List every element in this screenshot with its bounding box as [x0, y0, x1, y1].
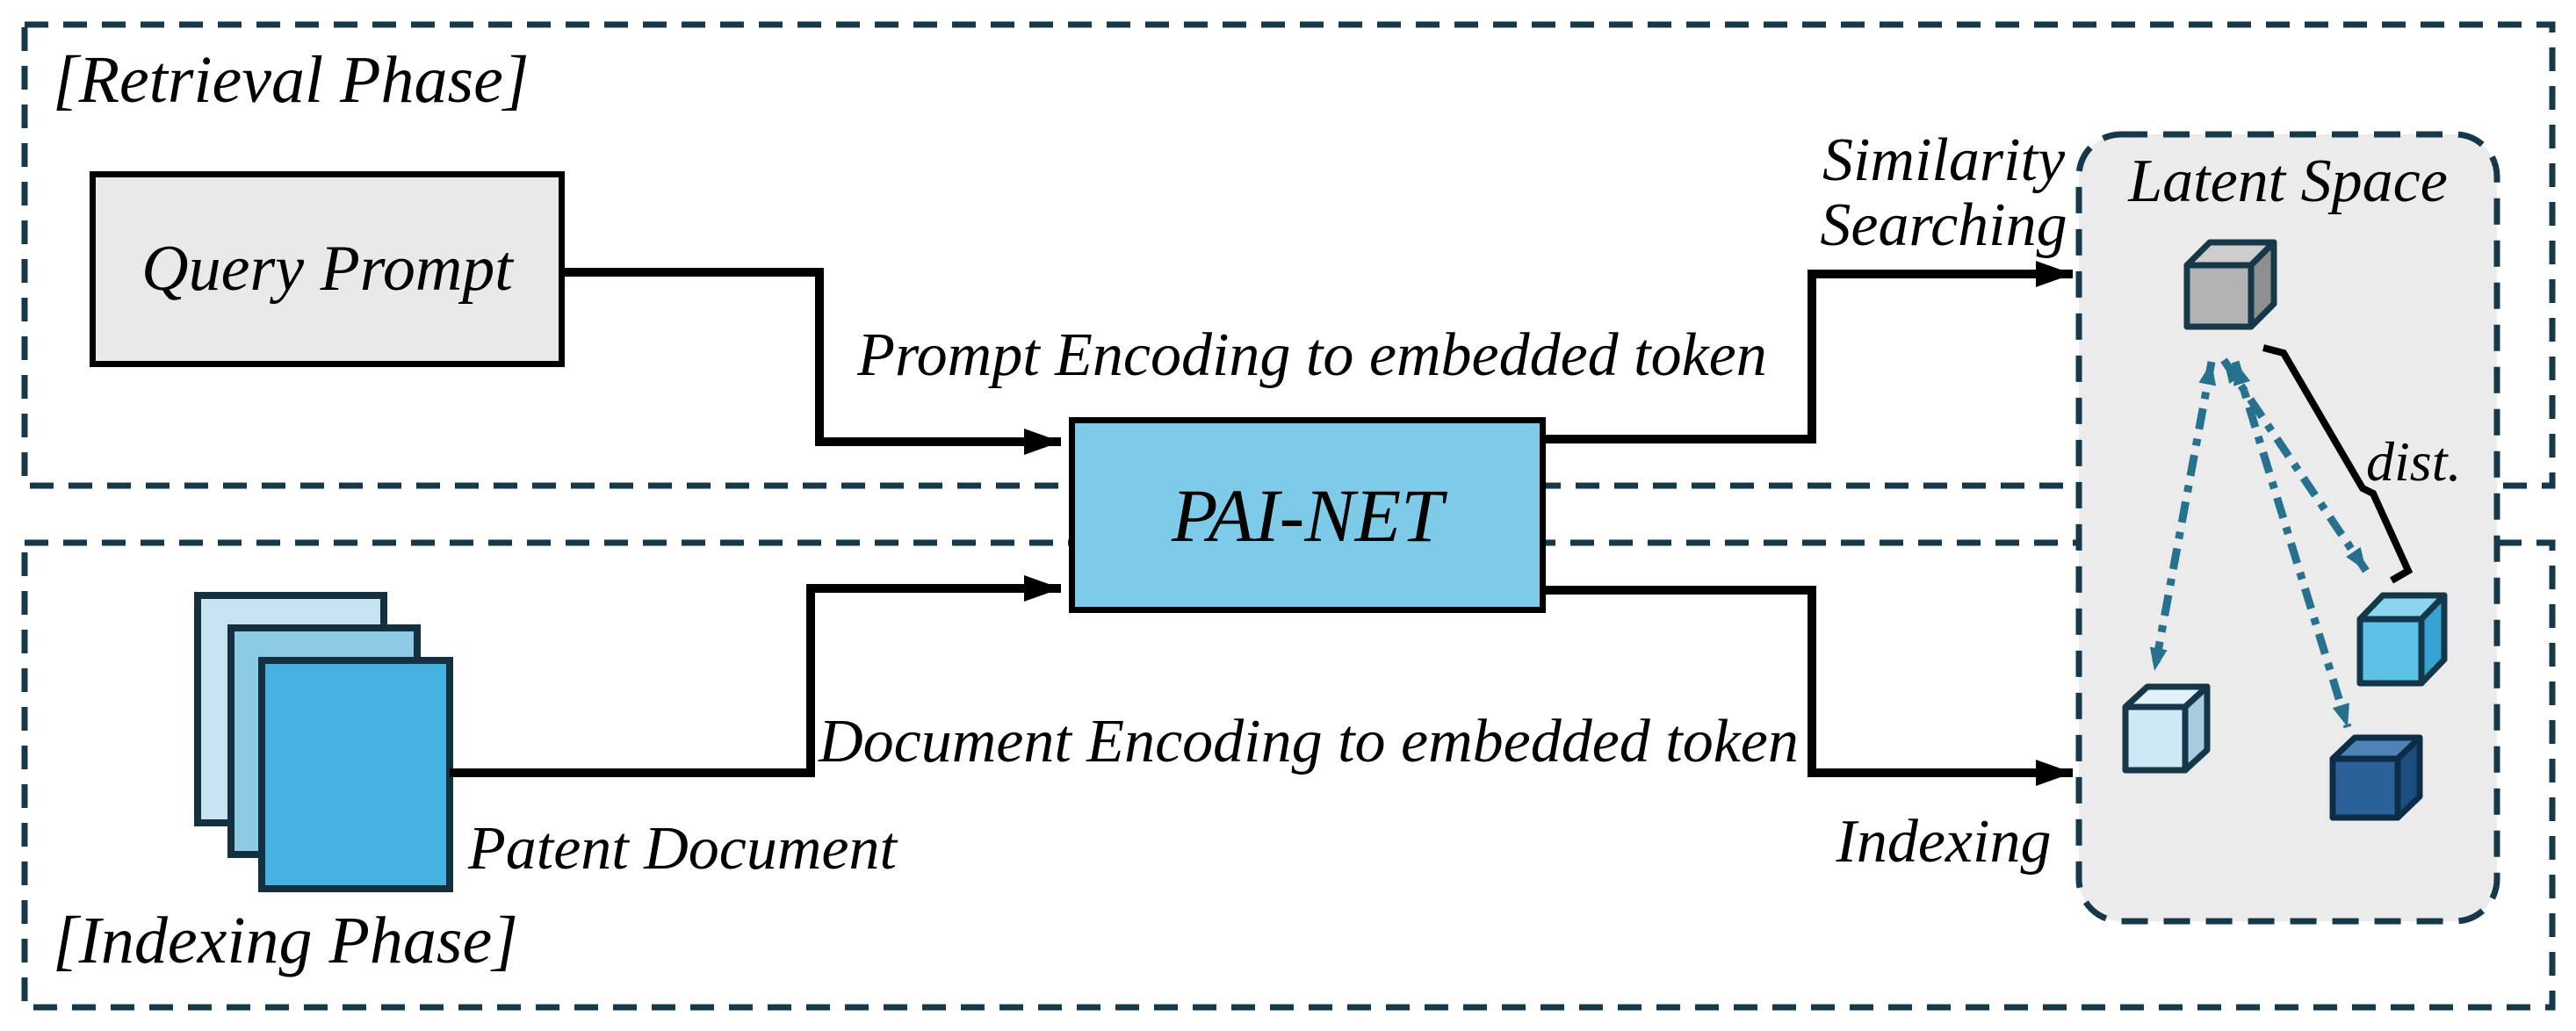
dist-bracket-line	[2262, 344, 2414, 584]
indexing-edge-label: Indexing	[1836, 808, 2052, 876]
distance-arrow-to-dark-cube	[2231, 360, 2352, 729]
latent-distance-arrows	[2149, 357, 2370, 729]
painet-label: PAI-NET	[1172, 472, 1443, 558]
patent-document-label: Patent Document	[468, 815, 897, 883]
similarity-searching-label: Similarity Searching	[1820, 126, 2067, 259]
document-front-sheet	[258, 657, 453, 892]
dist-label: dist.	[2366, 430, 2462, 493]
prompt-encoding-label: Prompt Encoding to embedded token	[857, 321, 1767, 389]
query-to-painet-arrow	[565, 268, 1061, 455]
latent-space-label: Latent Space	[2128, 148, 2448, 215]
retrieval-phase-label: [Retrieval Phase]	[53, 43, 530, 117]
query-embedding-cube-icon	[2183, 239, 2277, 330]
query-prompt-label: Query Prompt	[141, 233, 513, 305]
indexing-arrow	[1546, 586, 2073, 786]
query-prompt-box: Query Prompt	[90, 171, 565, 367]
document-to-painet-arrow	[450, 575, 1061, 777]
indexing-phase-frame	[21, 539, 2556, 1011]
document-embedding-cube-sky-icon	[2356, 592, 2448, 687]
patent-document-stack-icon	[194, 592, 453, 892]
document-encoding-label: Document Encoding to embedded token	[819, 708, 1799, 775]
similarity-searching-arrow	[1546, 261, 2073, 443]
indexing-phase-label: [Indexing Phase]	[53, 904, 518, 977]
document-embedding-cube-light-icon	[2122, 683, 2211, 774]
painet-box: PAI-NET	[1069, 417, 1546, 613]
document-embedding-cube-dark-icon	[2329, 734, 2423, 821]
distance-arrow-to-light-cube	[2149, 361, 2217, 672]
